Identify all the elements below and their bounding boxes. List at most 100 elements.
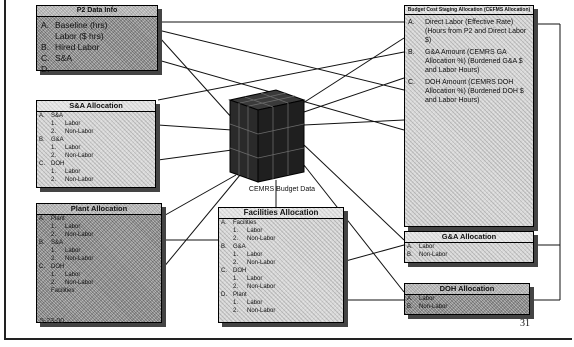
list-item: A.Plant [37, 215, 161, 223]
budget-cost-staging-title: Budget Cost Staging Allocation (CEFMS Al… [405, 6, 533, 15]
list-item: Labor ($ hrs) [37, 31, 157, 42]
list-item: C. DOH Amount (CEMRS DOH Allocation %) (B… [405, 78, 533, 105]
item-key: 2. [51, 280, 57, 286]
item-label: Non-Labor [65, 177, 94, 183]
item-label: Labor [65, 169, 81, 175]
item-label: Non-Labor [65, 232, 94, 238]
p2-data-info-box: P2 Data Info A.Baseline (hrs) Labor ($ h… [36, 5, 158, 74]
item-label: G&A [51, 137, 64, 143]
cube-grid-line [257, 123, 305, 135]
item-label: Non-Labor [65, 280, 94, 286]
list-item: 1.Labor [219, 227, 343, 235]
item-key: 1. [51, 169, 57, 175]
list-item: 2.Non-Labor [37, 152, 155, 160]
list-item: C.S&A [37, 53, 157, 64]
list-item: 1. Labor [219, 275, 343, 283]
item-label: Hired Labor [55, 42, 100, 52]
list-item: 1.Labor [37, 271, 161, 279]
item-key: 1. [51, 121, 57, 127]
item-key: B. [407, 252, 413, 258]
item-key: 1. [233, 276, 239, 282]
item-label: Non-Labor [247, 308, 276, 314]
footer-date: 5-23-00 [40, 318, 65, 325]
connector-line [157, 29, 405, 91]
item-key: 1. [51, 248, 57, 254]
cube-grid-line [248, 95, 296, 107]
connector-line [303, 119, 405, 126]
item-key: 2. [51, 153, 57, 159]
item-key: 1. [51, 272, 57, 278]
item-label: Facilities [233, 220, 257, 226]
doh-allocation-title: DOH Allocation [405, 284, 529, 295]
item-label: S&A [51, 240, 64, 246]
item-key: C. [221, 268, 227, 274]
list-item: A.Baseline (hrs) [37, 20, 157, 31]
item-label: DOH [51, 264, 65, 270]
item-label: Labor [65, 145, 81, 151]
connector-line [303, 77, 405, 113]
cube-side-face [257, 99, 305, 183]
item-key: 1. [233, 300, 239, 306]
list-item: 1.Labor [219, 251, 343, 259]
item-key: A. [407, 296, 413, 302]
item-key: A. [408, 19, 415, 26]
cube-grid-line [229, 147, 259, 159]
list-item: A. Direct Labor (Effective Rate) (Hours f… [405, 18, 533, 45]
item-key: C. [408, 79, 415, 86]
item-key: C. [39, 161, 45, 167]
item-key: B. [407, 304, 413, 310]
item-key: 2. [233, 236, 239, 242]
item-key: A. [407, 244, 413, 250]
list-item: A.Labor [405, 243, 533, 251]
list-item: B.G&A [219, 243, 343, 251]
connector-line [299, 37, 405, 106]
connector-line [157, 51, 405, 101]
item-text: Direct Labor (Effective Rate) (Hours fro… [425, 19, 527, 44]
item-key: 2. [233, 308, 239, 314]
list-item: 2. Non-Labor [37, 231, 161, 239]
item-label: Labor [247, 276, 263, 282]
item-text: DOH Amount (CEMRS DOH Allocation %) (Bur… [425, 79, 524, 104]
list-item: 2.Non-Labor [37, 255, 161, 263]
list-item: C.DOH [37, 160, 155, 168]
item-label: S&A [51, 113, 64, 119]
item-label: Non-Labor [65, 256, 94, 262]
p2-data-info-list: A.Baseline (hrs) Labor ($ hrs) B.Hired L… [37, 17, 157, 75]
item-key: D. [221, 292, 227, 298]
list-item: 2.Non-Labor [219, 235, 343, 243]
item-label: Labor [419, 296, 435, 302]
list-item: 2.Non-Labor [219, 283, 343, 291]
list-item: B.G&A Amount (CEMRS GA Allocation %) (Bu… [405, 48, 533, 75]
list-item: 1.Labor [37, 144, 155, 152]
budget-cost-staging-box: Budget Cost Staging Allocation (CEFMS Al… [404, 5, 534, 227]
connector-line [157, 124, 233, 131]
item-label: Labor ($ hrs) [55, 31, 104, 41]
list-item: 1.Labor [37, 223, 161, 231]
list-item: 1.Labor [219, 299, 343, 307]
list-item: 1. Labor [37, 168, 155, 176]
item-key: 2. [233, 260, 239, 266]
cube-label: CEMRS Budget Data [248, 186, 316, 193]
item-key: 2. [233, 284, 239, 290]
sa-allocation-title: S&A Allocation [37, 101, 155, 112]
item-key: 2. [51, 232, 57, 238]
item-label: Labor [65, 248, 81, 254]
list-item: D.Plant [219, 291, 343, 299]
item-label: Labor [65, 224, 81, 230]
item-key: A. [39, 216, 45, 222]
list-item: Facilities [37, 287, 161, 295]
connector-line [341, 244, 405, 263]
item-label: Labor [65, 121, 81, 127]
item-label: Non-Labor [419, 304, 448, 310]
facilities-allocation-title: Facilities Allocation [219, 208, 343, 219]
item-label: Non-Labor [65, 129, 94, 135]
list-item: 1. Labor [37, 247, 161, 255]
list-item: 2. Non-Labor [219, 307, 343, 315]
item-label: Labor [247, 228, 263, 234]
